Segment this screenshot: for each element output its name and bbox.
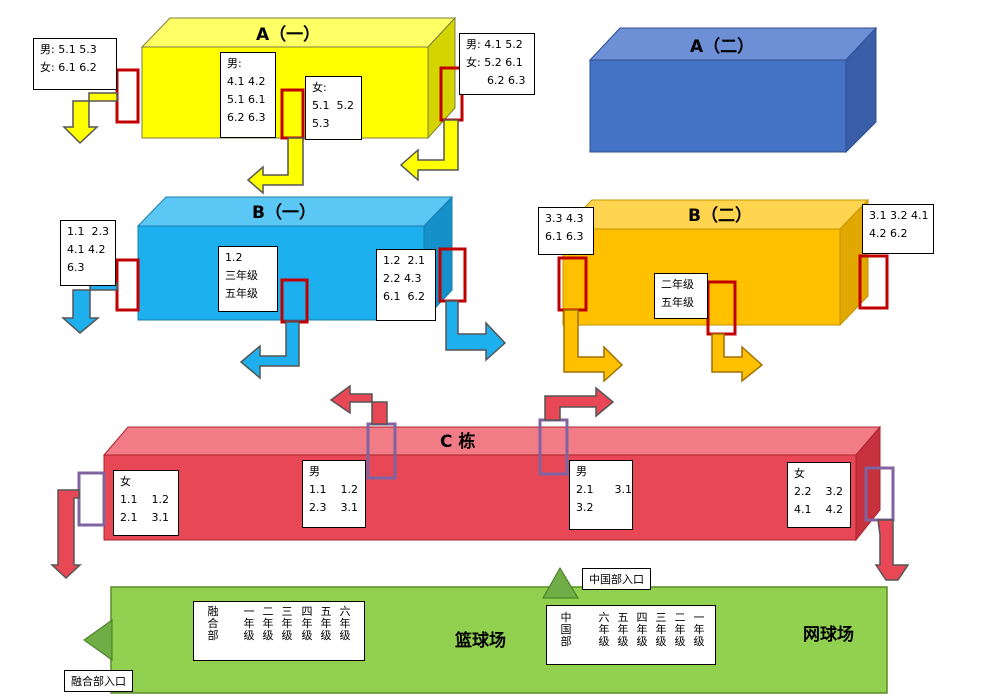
label-a1-left: 男: 5.1 5.3 女: 6.1 6.2	[33, 38, 117, 90]
arrow-b1-left	[61, 282, 118, 334]
label-b2-left: 3.3 4.3 6.1 6.3	[538, 207, 594, 255]
building-c: C 栋	[102, 425, 882, 542]
rong-grade-box: 融合部 一年级 二年级 三年级 四年级 五年级 六年级	[193, 601, 365, 661]
label-a1-mid: 男: 4.1 4.2 5.1 6.1 6.2 6.3	[220, 52, 276, 138]
china-col-2: 五年级	[617, 611, 629, 648]
rong-col-6: 六年级	[339, 605, 351, 642]
door-b1-left	[115, 258, 140, 312]
building-a1-title: A（一）	[256, 24, 320, 45]
tennis-court-label: 网球场	[803, 625, 854, 645]
building-b2-title: B（二）	[688, 205, 752, 226]
label-b1-right: 1.2 2.1 2.2 4.3 6.1 6.2	[376, 249, 436, 321]
building-b2: B（二）	[561, 198, 870, 327]
label-c-1: 女 1.1 1.2 2.1 3.1	[113, 470, 179, 536]
building-a1: A（一）	[140, 16, 457, 140]
arrow-c-4	[874, 519, 910, 581]
label-c-4: 女 2.2 3.2 4.1 4.2	[787, 462, 851, 528]
basketball-court-label: 篮球场	[455, 631, 506, 651]
china-entrance-marker	[542, 567, 579, 599]
label-b2-mid: 二年级 五年级	[654, 273, 708, 319]
door-a1-left	[115, 68, 140, 124]
label-a1-right: 男: 4.1 5.2 女: 5.2 6.1 6.2 6.3	[459, 33, 535, 95]
arrow-c-1	[50, 489, 82, 580]
china-entrance-label: 中国部入口	[582, 568, 651, 590]
arrow-b2-left	[563, 309, 624, 383]
building-c-title: C 栋	[440, 431, 475, 452]
building-a2-title: A（二）	[690, 36, 754, 57]
building-a2: A（二）	[588, 26, 878, 154]
label-b1-mid: 1.2 三年级 五年级	[218, 246, 278, 312]
arrow-c-3	[544, 386, 615, 421]
building-b1: B（一）	[136, 195, 454, 322]
label-c-3: 男 2.1 3.1 3.2	[569, 460, 633, 530]
arrow-b1-right	[445, 300, 507, 362]
label-a1-right-mid: 女: 5.1 5.2 5.3	[305, 76, 362, 140]
china-grade-box: 中国部 六年级 五年级 四年级 三年级 二年级 一年级	[546, 605, 716, 665]
rong-col-1: 一年级	[243, 605, 255, 642]
arrow-a1-left	[62, 92, 118, 145]
arrow-b1-mid	[239, 321, 300, 380]
door-b2-right	[858, 254, 889, 310]
arrow-a1-right	[399, 119, 459, 182]
label-b1-left: 1.1 2.3 4.1 4.2 6.3	[60, 220, 116, 286]
arrow-b2-mid	[711, 333, 764, 383]
arrows	[50, 92, 910, 581]
china-col-0: 中国部	[560, 611, 572, 648]
china-col-1: 六年级	[598, 611, 610, 648]
china-col-6: 一年级	[693, 611, 705, 648]
rong-entrance-label: 融合部入口	[64, 670, 133, 692]
rong-col-3: 三年级	[281, 605, 293, 642]
rong-entrance-marker	[83, 619, 113, 661]
rong-col-2: 二年级	[262, 605, 274, 642]
china-col-3: 四年级	[636, 611, 648, 648]
china-col-4: 三年级	[655, 611, 667, 648]
building-b1-title: B（一）	[252, 202, 316, 223]
rong-col-0: 融合部	[207, 605, 219, 642]
rong-col-4: 四年级	[301, 605, 313, 642]
rong-col-5: 五年级	[320, 605, 332, 642]
door-c-1	[77, 471, 106, 527]
arrow-a1-mid	[246, 137, 304, 195]
label-b2-right: 3.1 3.2 4.1 4.2 6.2	[862, 204, 934, 254]
china-col-5: 二年级	[674, 611, 686, 648]
label-c-2: 男 1.1 1.2 2.3 3.1	[302, 460, 366, 528]
arrow-c-2	[329, 384, 388, 425]
